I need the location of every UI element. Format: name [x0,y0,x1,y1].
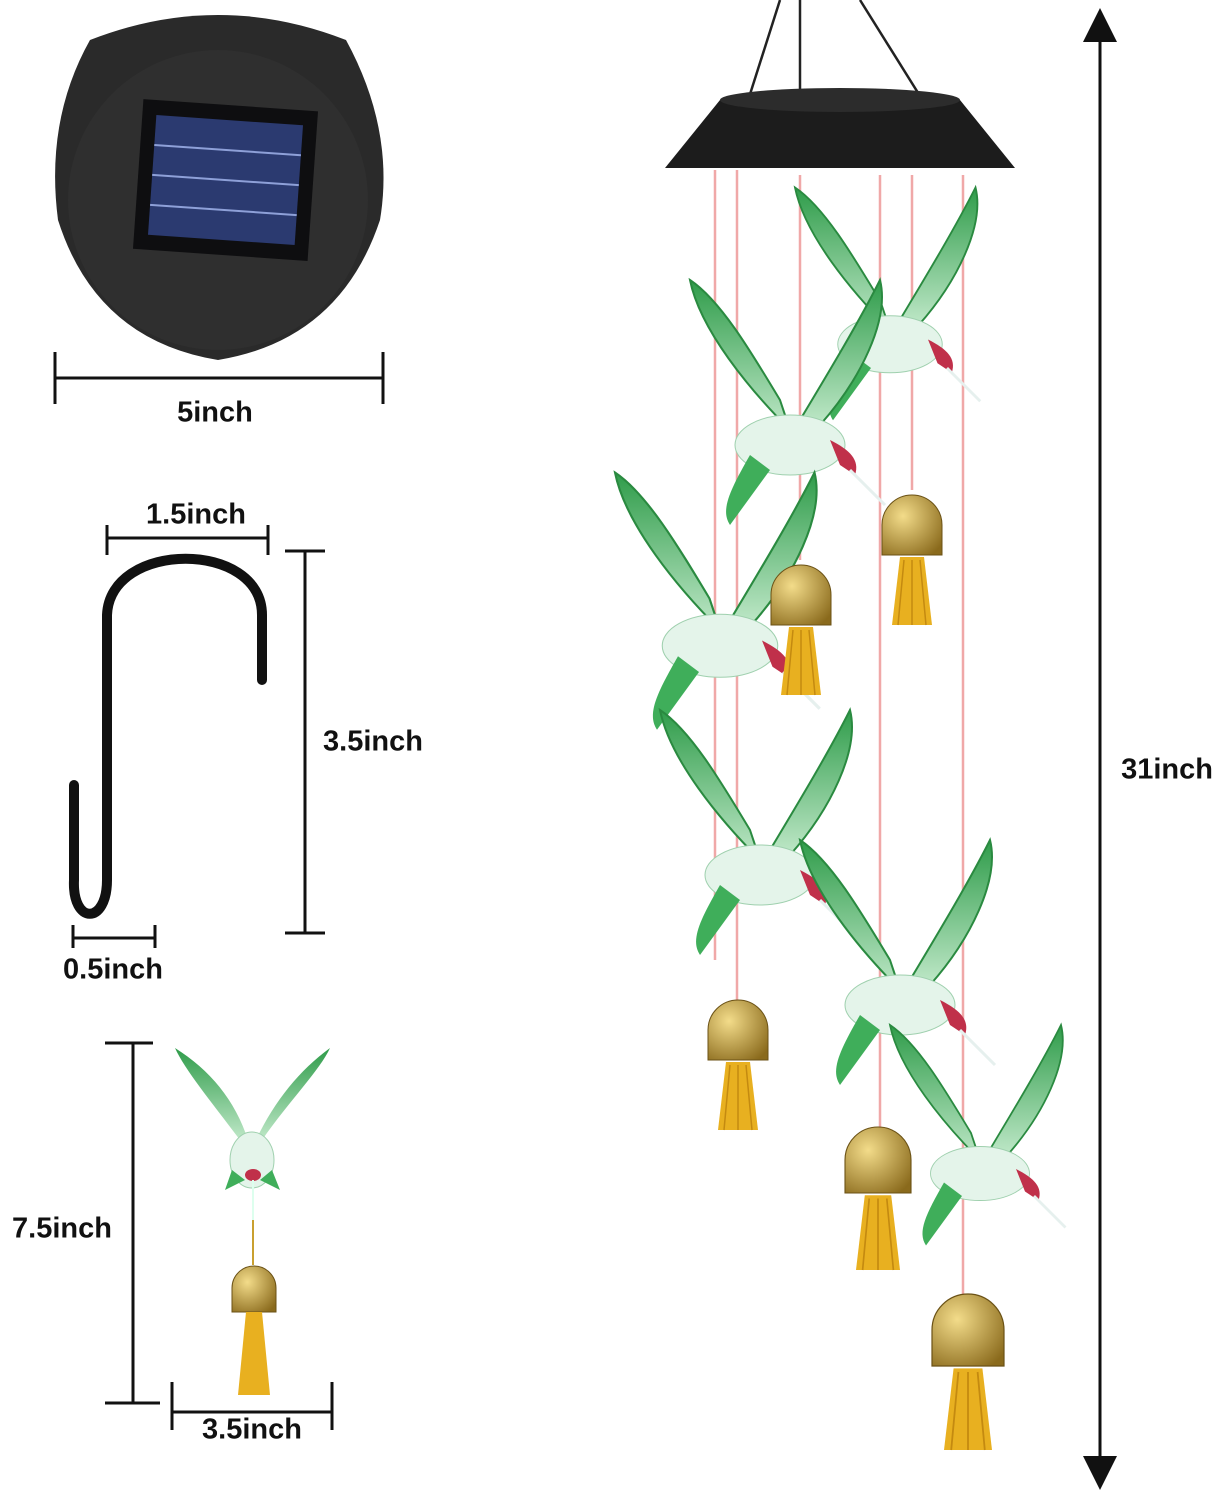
single-dimension-lines [105,1041,334,1430]
hook-height-label: 3.5inch [323,725,423,758]
solar-width-label: 5inch [177,396,253,429]
single-width-label: 3.5inch [202,1413,302,1446]
hook-bottom-label: 0.5inch [63,953,163,986]
total-length-arrow [1083,8,1117,1490]
single-height-label: 7.5inch [12,1212,112,1245]
solar-width-dimension-line [53,352,385,404]
hook-dimension-lines [71,525,325,948]
wind-chime-image [613,0,1067,1451]
hook-width-label: 1.5inch [146,498,246,531]
total-length-label: 31inch [1121,753,1213,786]
solar-cap-image [55,15,384,360]
s-hook-image [68,553,267,919]
single-hummingbird-image [175,1048,330,1395]
